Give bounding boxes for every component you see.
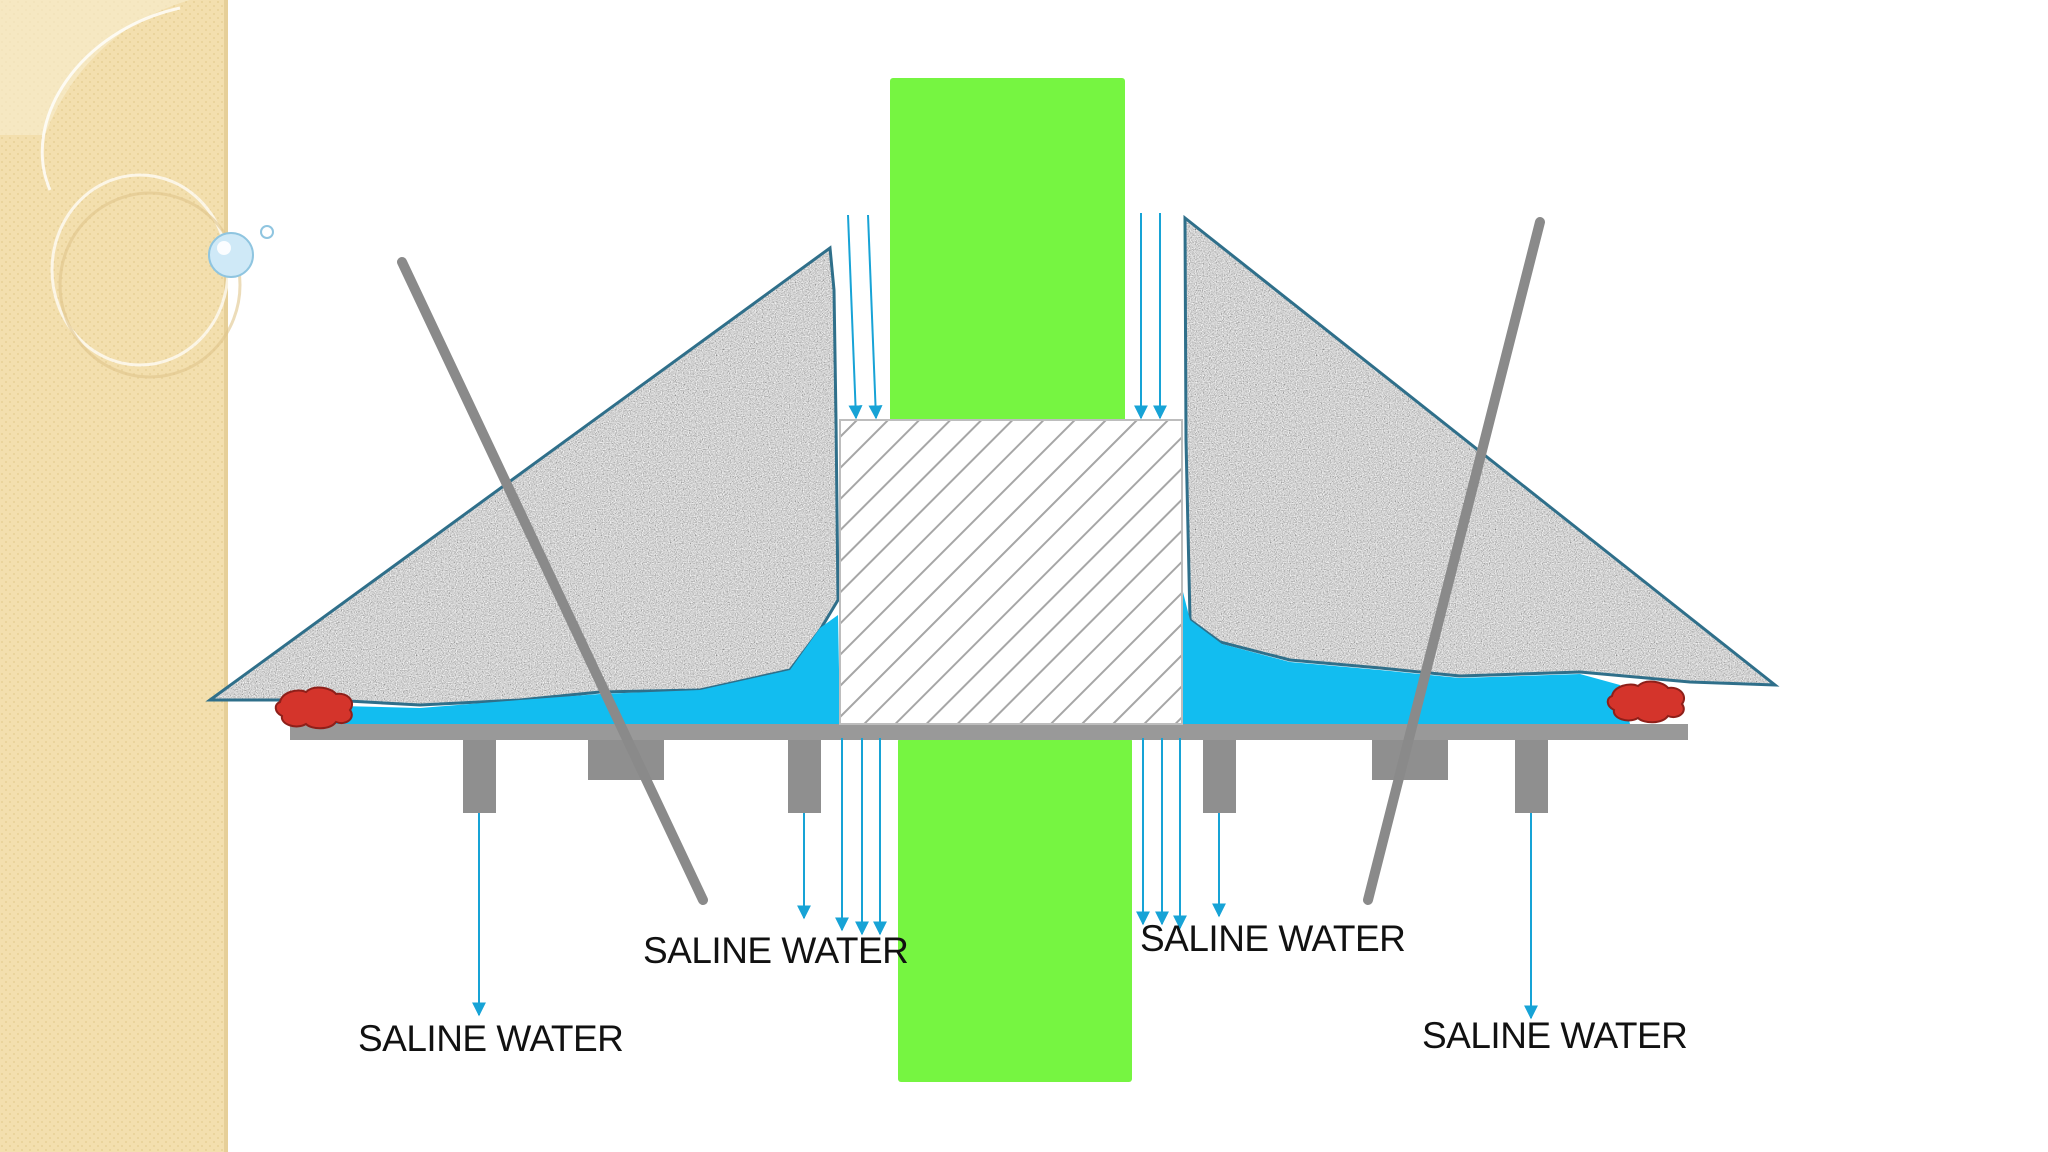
decorative-sidebar: [0, 0, 242, 1152]
water-bubble-icon: [208, 225, 274, 278]
saline-water-label-center-left: SALINE WATER: [643, 930, 908, 971]
saline-water-label-outer-right: SALINE WATER: [1422, 1015, 1687, 1056]
red-clay-plug-icon: [1606, 680, 1686, 724]
saline-water-label-outer-left: SALINE WATER: [358, 1018, 623, 1059]
left-slanted-rod: [397, 257, 708, 905]
right-water-layer: [1180, 580, 1630, 724]
right-slanted-rod: [1363, 217, 1545, 905]
outflow-arrows: [472, 738, 1538, 1020]
inflow-arrows: [847, 213, 1167, 420]
left-gravel-mound: [205, 245, 840, 707]
base-slab: [290, 724, 1688, 740]
left-water-layer: [280, 615, 840, 724]
green-column-bottom: [898, 738, 1132, 1082]
support-legs: [463, 740, 1548, 813]
hatched-block: [839, 419, 1183, 725]
saline-water-label-center-right: SALINE WATER: [1140, 918, 1405, 959]
red-clay-plug-icon: [274, 686, 354, 730]
green-column-top: [890, 78, 1125, 423]
